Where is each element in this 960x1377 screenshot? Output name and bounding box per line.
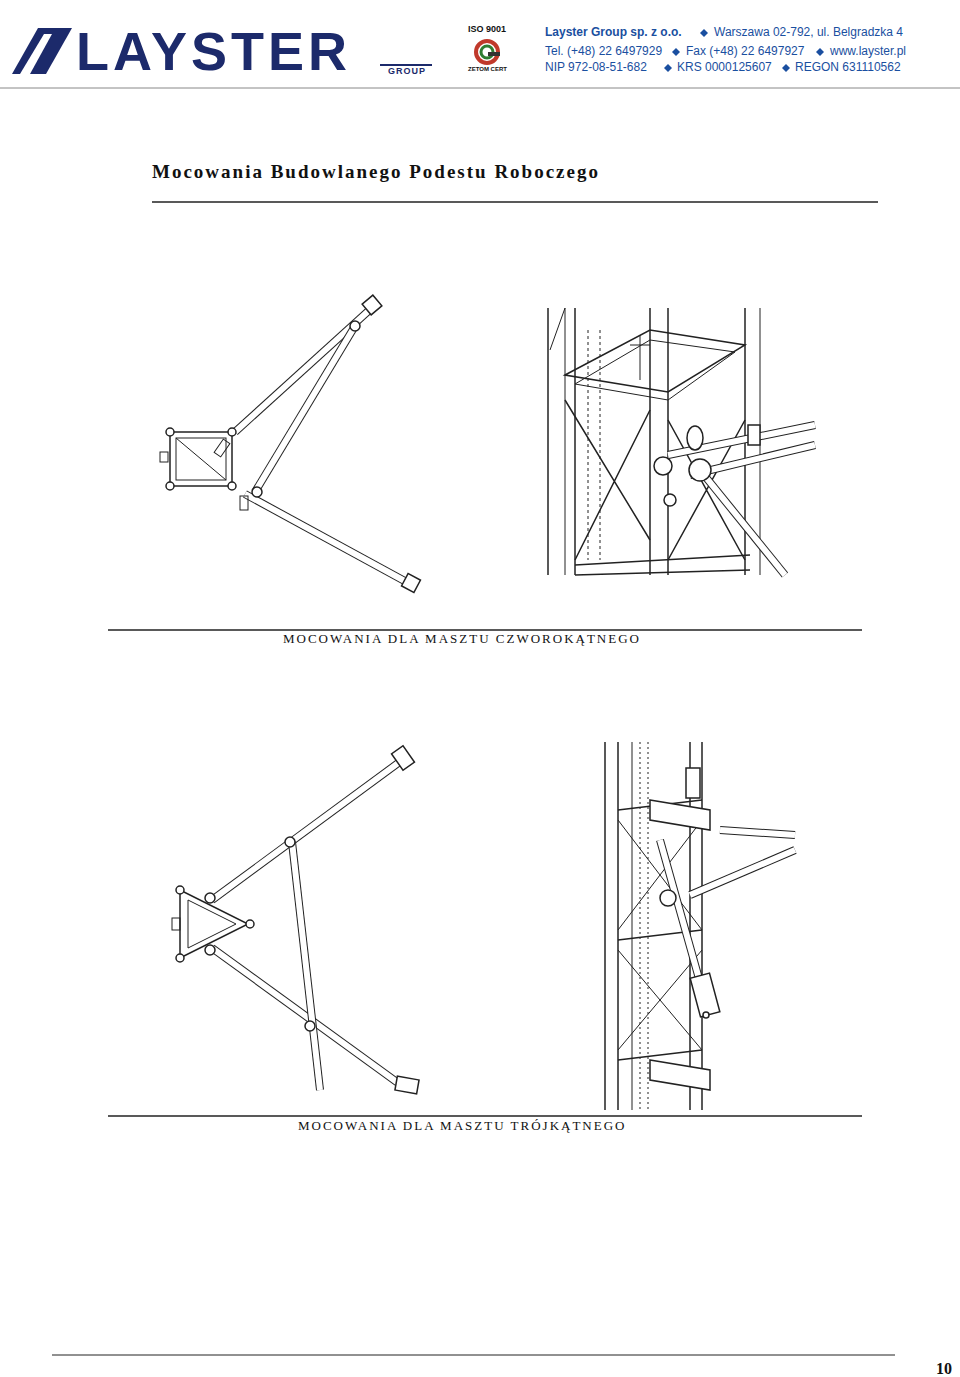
- page-title: Mocowania Budowlanego Podestu Roboczego: [152, 162, 600, 183]
- figure-caption: MOCOWANIA DLA MASZTU CZWOROKĄTNEGO: [283, 632, 641, 646]
- nip-number: NIP 972-08-51-682: [545, 61, 647, 74]
- caption-rule: [108, 629, 862, 631]
- iso-text: ISO 9001: [468, 25, 506, 35]
- address: Warszawa 02-792, ul. Belgradzka 4: [714, 26, 903, 39]
- square-mast-detail: [548, 308, 815, 575]
- krs-number: KRS 0000125607: [677, 61, 772, 74]
- fax: Fax (+48) 22 6497927: [686, 45, 804, 58]
- logo-text: LAYSTER: [76, 22, 351, 81]
- iso-mark: [476, 41, 500, 63]
- regon-number: REGON 631110562: [795, 61, 901, 74]
- website: www.layster.pl: [830, 45, 906, 58]
- title-rule: [152, 201, 878, 203]
- cert-text: ZETOM CERT: [468, 66, 507, 73]
- phone: Tel. (+48) 22 6497929: [545, 45, 662, 58]
- triangular-mast-plan: [172, 746, 419, 1094]
- figure-caption: MOCOWANIA DLA MASZTU TRÓJKĄTNEGO: [298, 1119, 626, 1133]
- triangular-mast-detail: [605, 742, 795, 1110]
- header-rule: [0, 88, 960, 89]
- logo-subtext: GROUP: [388, 67, 426, 77]
- square-mast-plan: [160, 295, 420, 592]
- page-number: 10: [936, 1360, 952, 1377]
- caption-rule: [108, 1115, 862, 1117]
- footer-rule: [52, 1355, 895, 1356]
- company-name: Layster Group sp. z o.o.: [545, 26, 682, 39]
